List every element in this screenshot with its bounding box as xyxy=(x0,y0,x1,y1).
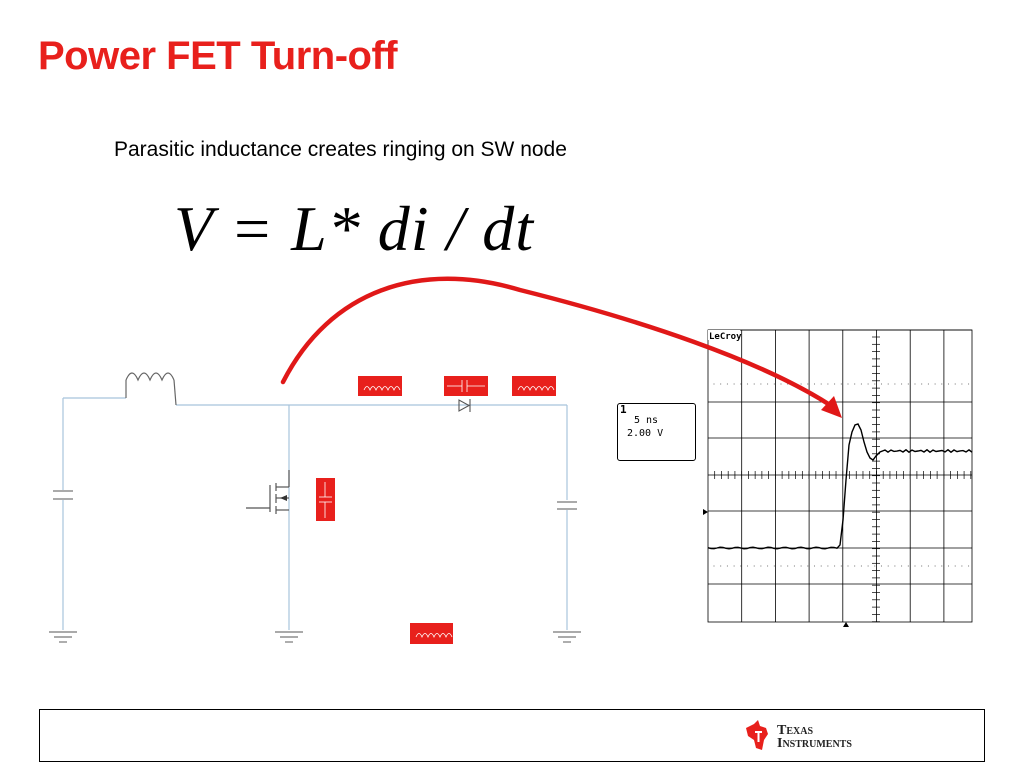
trigger-level-marker xyxy=(703,509,708,515)
ti-wordmark-line1: Texas xyxy=(777,723,814,738)
ti-wordmark-line2: Instruments xyxy=(777,736,852,751)
scope-brand: LeCroy xyxy=(709,332,742,342)
ground-symbols xyxy=(49,631,581,643)
power-fet xyxy=(246,470,290,514)
parasitic-inductor-1 xyxy=(358,376,402,396)
timebase-readout: 5 ns xyxy=(634,415,659,426)
parasitic-fet-capacitance xyxy=(316,478,335,521)
parasitic-blocks xyxy=(316,376,556,644)
voltage-scale-readout: 2.00 V xyxy=(627,428,664,439)
ti-logo-icon xyxy=(746,720,768,750)
slide-title: Power FET Turn-off xyxy=(38,34,398,78)
equation: V = L* di / dt xyxy=(174,193,535,264)
inductor xyxy=(125,372,177,406)
channel-marker: 1 xyxy=(620,403,627,416)
output-capacitor xyxy=(557,501,577,510)
sw-node-waveform xyxy=(707,423,973,550)
scope-readout: 1 5 ns 2.00 V xyxy=(617,403,696,461)
annotation-arrow xyxy=(280,276,842,418)
diode xyxy=(458,399,471,412)
slide-subtitle: Parasitic inductance creates ringing on … xyxy=(114,138,567,161)
footer-bar xyxy=(39,709,985,762)
scope-display: LeCroy xyxy=(703,329,973,627)
parasitic-inductor-2 xyxy=(512,376,556,396)
trigger-position-marker xyxy=(843,622,849,627)
buck-circuit xyxy=(62,397,568,630)
parasitic-capacitor xyxy=(444,376,488,396)
input-capacitor xyxy=(53,490,73,500)
ti-wordmark: Texas Instruments xyxy=(777,723,852,751)
